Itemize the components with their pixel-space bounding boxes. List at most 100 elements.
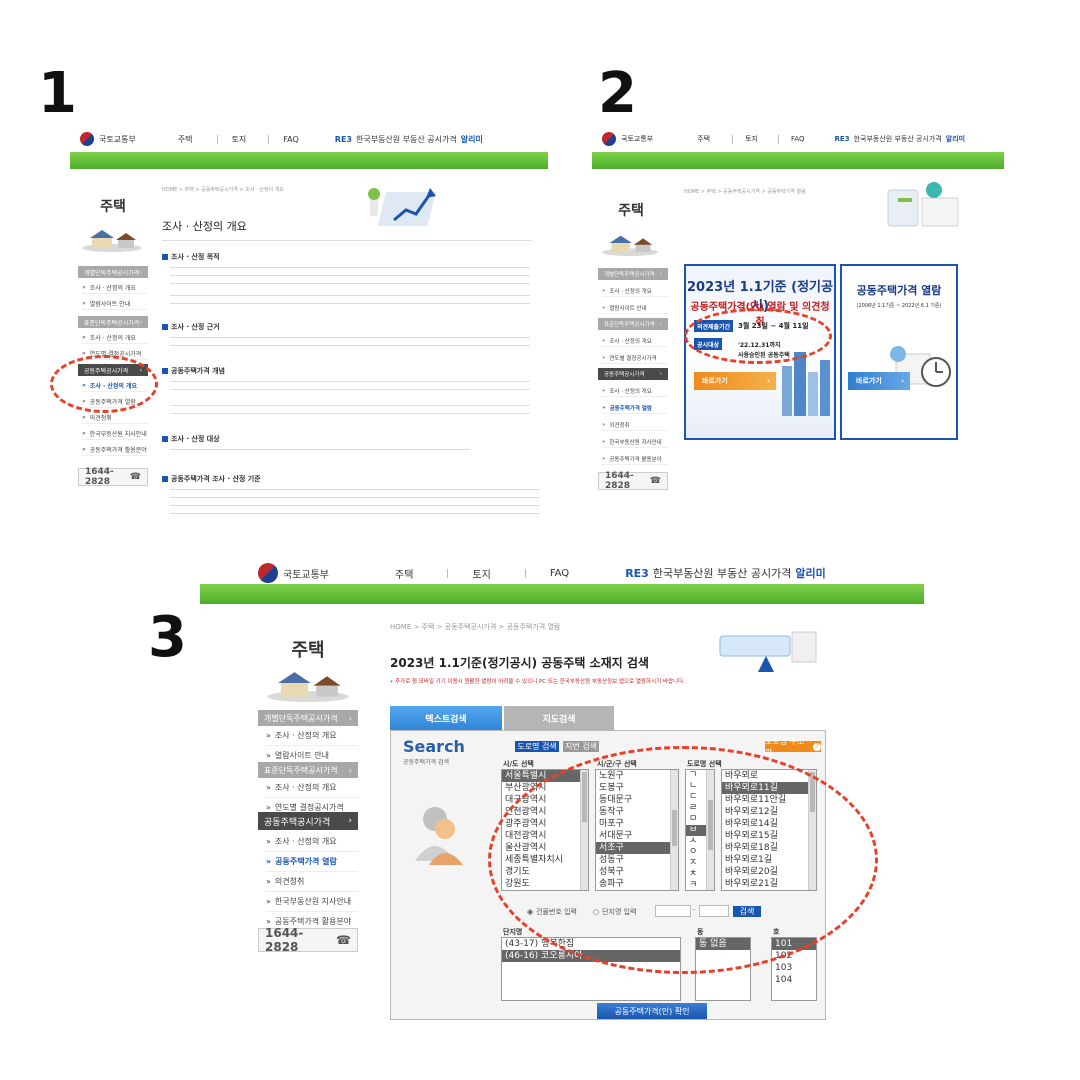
reb-logo[interactable]: RE3 한국부동산원 부동산 공시가격 알리미 (834, 135, 966, 143)
sidebar-item[interactable]: » 의견청취 (266, 872, 358, 892)
gov-logo[interactable]: 국토교통부 (80, 132, 136, 146)
sidebar-group-individual[interactable]: 개별단독주택공시가격› (258, 710, 358, 726)
sidebar-item[interactable]: » 조사 · 산정의 개요 (602, 285, 668, 297)
sidebar-title: 주택 (100, 199, 126, 215)
sidebar-item[interactable]: » 공동주택가격 활용분야 (602, 453, 668, 465)
sidebar-item[interactable]: » 조사 · 산정의 개요 (266, 832, 358, 852)
sidebar-item[interactable]: » 조사 · 산정의 개요 (602, 335, 668, 347)
list-item[interactable]: 104 (775, 975, 793, 985)
page-title: 2023년 1.1기준(정기공시) 공동주택 소재지 검색 (390, 656, 649, 670)
search-subheading: 공동주택가격 검색 (403, 759, 450, 766)
sido-label: 시/도 선택 (503, 760, 534, 768)
sidebar-group-apartment[interactable]: 공동주택공시가격› (258, 812, 358, 830)
green-nav-bar (200, 584, 924, 604)
screenshot-1: 국토교통부 주택 토지 FAQ RE3 한국부동산원 부동산 공시가격 알리미 … (70, 128, 548, 548)
nav-divider (777, 134, 779, 144)
goto-button-2023[interactable]: 바로가기› (694, 372, 776, 390)
sidebar-group-standard[interactable]: 표준단독주택공시가격› (78, 316, 148, 328)
nav-housing[interactable]: 주택 (395, 569, 414, 581)
sidebar-item-price-view[interactable]: » 공동주택가격 열람 (266, 852, 358, 872)
tab-text-search[interactable]: 텍스트검색 (390, 706, 502, 730)
green-nav-bar (592, 152, 1004, 169)
phone-icon: ☎ (649, 476, 661, 486)
sidebar-item[interactable]: » 조사 · 산정의 개요 (602, 385, 668, 397)
sidebar-item[interactable]: » 공동주택가격 활용분야 (82, 446, 148, 456)
nav-housing[interactable]: 주택 (697, 135, 711, 143)
road-search-button[interactable]: 도로명 검색 (515, 741, 559, 752)
goto-button-archive[interactable]: 바로가기› (848, 372, 910, 390)
highlight-ellipse (50, 355, 158, 413)
list-item[interactable]: (43-17) 행복한집 (505, 939, 575, 949)
sidebar-group-standard[interactable]: 표준단독주택공시가격› (598, 318, 668, 330)
question-icon: ? (813, 742, 821, 751)
step-number-1: 1 (38, 61, 77, 126)
sidebar-item[interactable]: » 열람사이트 안내 (602, 302, 668, 314)
sidebar-item[interactable]: » 의견청취 (82, 412, 148, 424)
nav-faq[interactable]: FAQ (283, 134, 299, 144)
sidebar-item[interactable]: » 의견청취 (602, 419, 668, 431)
sidebar-item[interactable]: » 한국부동산원 지사안내 (82, 430, 148, 440)
sidebar-item[interactable]: » 한국부동산원 지사안내 (266, 892, 358, 912)
section-text (170, 334, 530, 352)
jibun-search-button[interactable]: 지번 검색 (563, 741, 599, 752)
gov-logo[interactable]: 국토교통부 (602, 132, 653, 146)
chevron-right-icon: › (767, 377, 770, 385)
gov-emblem-icon (258, 563, 278, 583)
sidebar-group-standard[interactable]: 표준단독주택공시가격› (258, 762, 358, 778)
banner-title: 공동주택가격 열람 (856, 284, 942, 297)
banner-price-view[interactable]: 공동주택가격 열람 (2006년 1.1기준 ~ 2022년 6.1 기준) 바… (840, 264, 958, 440)
city-skyline-icon (782, 352, 830, 416)
section-text (170, 264, 530, 288)
nav-divider (447, 568, 449, 578)
section-heading: 공동주택가격 조사 · 산정 기준 (162, 474, 261, 484)
sidebar-item[interactable]: » 열람사이트 안내 (82, 298, 148, 310)
nav-housing[interactable]: 주택 (177, 134, 193, 144)
sidebar-item-price-view[interactable]: » 공동주택가격 열람 (602, 402, 668, 414)
road-address-help-button[interactable]: 도로명 주소란? (765, 737, 821, 757)
sidebar-group-individual[interactable]: 개별단독주택공시가격› (598, 268, 668, 280)
section-text (170, 402, 530, 420)
section-text (170, 292, 530, 310)
sidebar-group-apartment[interactable]: 공동주택공시가격› (598, 368, 668, 380)
nav-faq[interactable]: FAQ (549, 567, 570, 579)
sidebar-title: 주택 (618, 203, 644, 219)
tab-map-search[interactable]: 지도검색 (504, 706, 614, 730)
section-text (170, 378, 530, 396)
phone-icon: ☎ (336, 933, 351, 947)
banner-subtitle: (2006년 1.1기준 ~ 2022년 6.1 기준) (856, 303, 942, 309)
highlight-ellipse (488, 746, 878, 974)
step-number-3: 3 (148, 605, 187, 670)
gov-logo[interactable]: 국토교통부 (258, 563, 329, 583)
breadcrumb: HOME > 주택 > 공동주택공시가격 > 공동주택가격 열람 (390, 623, 561, 631)
person-avatar-icon (415, 807, 463, 865)
nav-land[interactable]: 토지 (472, 569, 491, 581)
nav-land[interactable]: 토지 (745, 135, 758, 143)
list-item[interactable]: 부산광역시 (505, 783, 547, 793)
sidebar-item[interactable]: » 조사 · 산정의 개요 (266, 778, 358, 798)
gov-emblem-icon (602, 132, 616, 146)
list-item[interactable]: 103 (775, 963, 793, 973)
step-number-2: 2 (598, 61, 637, 126)
sidebar-group-individual[interactable]: 개별단독주택공시가격› (78, 266, 148, 278)
nav-faq[interactable]: FAQ (790, 135, 805, 143)
house-illustration-icon (82, 230, 142, 252)
reb-logo[interactable]: RE3 한국부동산원 부동산 공시가격 알리미 (334, 134, 483, 144)
phone-number: 1644-2828☎ (598, 471, 668, 491)
sidebar-item[interactable]: » 조사 · 산정의 개요 (82, 332, 148, 344)
search-illustration-icon (719, 631, 817, 672)
sidebar-item[interactable]: » 한국부동산원 지사안내 (602, 436, 668, 448)
sidebar-item[interactable]: » 조사 · 산정의 개요 (266, 726, 358, 746)
nav-land[interactable]: 토지 (231, 134, 247, 144)
phone-icon: ☎ (129, 472, 141, 482)
confirm-price-button[interactable]: 공동주택가격(안) 확인 (597, 1003, 707, 1019)
sidebar-item[interactable]: » 조사 · 산정의 개요 (82, 282, 148, 294)
section-text (170, 486, 540, 518)
breadcrumb: HOME > 주택 > 공동주택공시가격 > 공동주택가격 열람 (684, 189, 806, 195)
phone-number: 1644-2828☎ (78, 467, 148, 487)
sidebar-item[interactable]: » 연도별 결정공시가격 (602, 352, 668, 364)
section-heading: 조사 · 산정 근거 (162, 322, 220, 332)
reb-logo[interactable]: RE3 한국부동산원 부동산 공시가격 알리미 (625, 566, 826, 581)
calendar-clock-icon (890, 346, 951, 387)
chart-illustration-icon (368, 188, 437, 226)
section-text (170, 446, 470, 454)
